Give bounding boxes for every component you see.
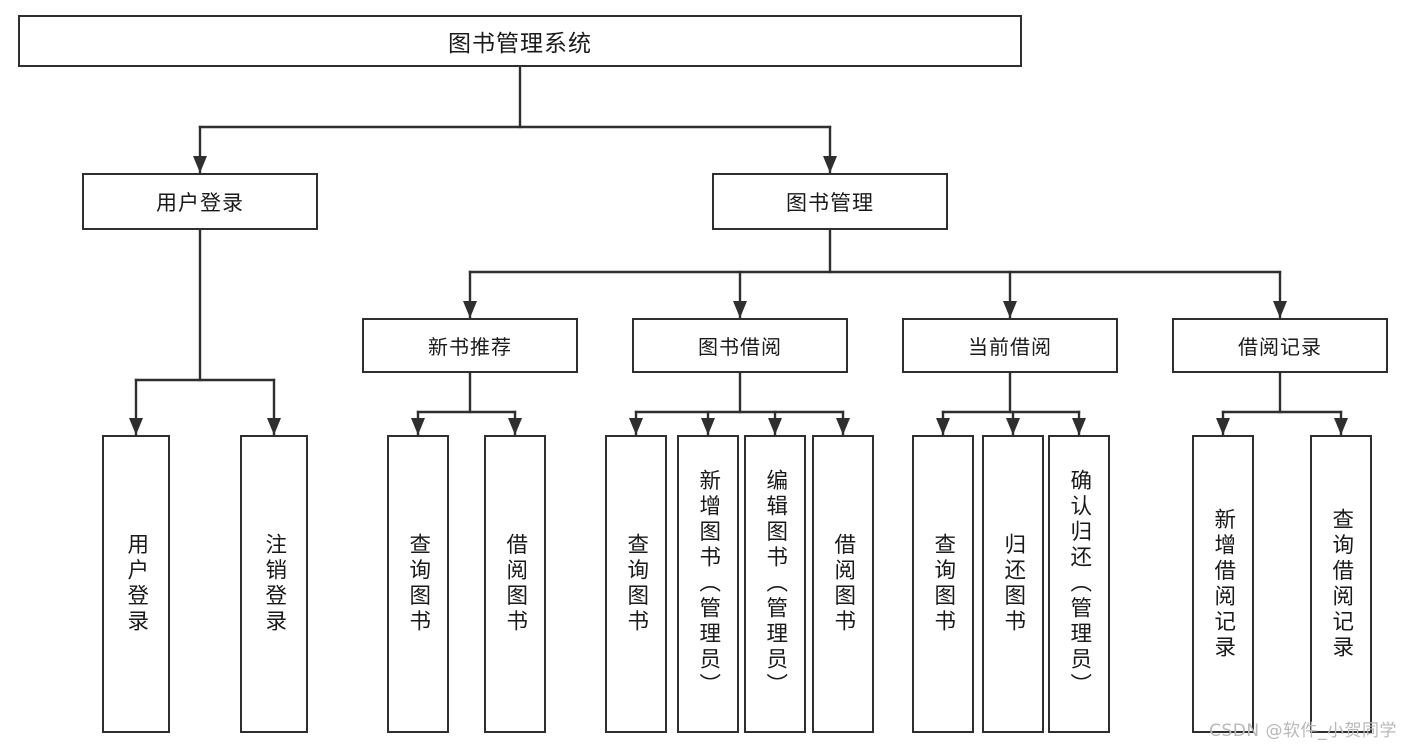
node-new-book-recommend-label: 新书推荐 <box>428 335 512 359</box>
node-leaf-add-book-label: 新增图书（管理员） <box>695 469 721 699</box>
node-root[interactable]: 图书管理系统 <box>18 15 1022 67</box>
node-leaf-return-book-label: 归还图书 <box>1000 533 1026 635</box>
node-leaf-query-book-current-label: 查询图书 <box>930 533 956 635</box>
node-borrow-record[interactable]: 借阅记录 <box>1172 318 1388 373</box>
node-leaf-edit-book[interactable]: 编辑图书（管理员） <box>744 435 806 733</box>
node-book-manage[interactable]: 图书管理 <box>712 173 948 230</box>
node-leaf-borrow-book-recommend[interactable]: 借阅图书 <box>484 435 546 733</box>
node-leaf-user-login-label: 用户登录 <box>123 533 149 635</box>
node-leaf-add-borrow-record[interactable]: 新增借阅记录 <box>1192 435 1254 733</box>
node-leaf-user-login[interactable]: 用户登录 <box>102 435 170 733</box>
node-leaf-query-book-current[interactable]: 查询图书 <box>912 435 974 733</box>
node-leaf-borrow-book[interactable]: 借阅图书 <box>812 435 874 733</box>
node-root-label: 图书管理系统 <box>448 31 592 57</box>
node-leaf-return-book[interactable]: 归还图书 <box>982 435 1044 733</box>
node-leaf-query-borrow-record[interactable]: 查询借阅记录 <box>1310 435 1372 733</box>
csdn-watermark: CSDN @软件_小贺同学 <box>1209 721 1397 741</box>
node-leaf-query-borrow-record-label: 查询借阅记录 <box>1328 507 1354 661</box>
node-leaf-add-book[interactable]: 新增图书（管理员） <box>677 435 739 733</box>
node-leaf-query-book-recommend[interactable]: 查询图书 <box>387 435 449 733</box>
node-current-borrow[interactable]: 当前借阅 <box>902 318 1118 373</box>
node-leaf-confirm-return-label: 确认归还（管理员） <box>1066 469 1092 699</box>
node-leaf-edit-book-label: 编辑图书（管理员） <box>762 469 788 699</box>
node-leaf-query-book-borrow-label: 查询图书 <box>623 533 649 635</box>
node-leaf-add-borrow-record-label: 新增借阅记录 <box>1210 507 1236 661</box>
node-leaf-borrow-book-recommend-label: 借阅图书 <box>502 533 528 635</box>
node-leaf-query-book-recommend-label: 查询图书 <box>405 533 431 635</box>
node-leaf-logout-label: 注销登录 <box>261 533 287 635</box>
node-leaf-borrow-book-label: 借阅图书 <box>830 533 856 635</box>
node-book-manage-label: 图书管理 <box>786 190 874 215</box>
node-user-login-label: 用户登录 <box>156 190 244 215</box>
node-current-borrow-label: 当前借阅 <box>968 335 1052 359</box>
node-leaf-query-book-borrow[interactable]: 查询图书 <box>605 435 667 733</box>
node-user-login[interactable]: 用户登录 <box>82 173 318 230</box>
node-leaf-logout[interactable]: 注销登录 <box>240 435 308 733</box>
node-borrow-record-label: 借阅记录 <box>1238 335 1322 359</box>
node-book-borrow-label: 图书借阅 <box>698 335 782 359</box>
node-leaf-confirm-return[interactable]: 确认归还（管理员） <box>1048 435 1110 733</box>
node-book-borrow[interactable]: 图书借阅 <box>632 318 848 373</box>
node-new-book-recommend[interactable]: 新书推荐 <box>362 318 578 373</box>
